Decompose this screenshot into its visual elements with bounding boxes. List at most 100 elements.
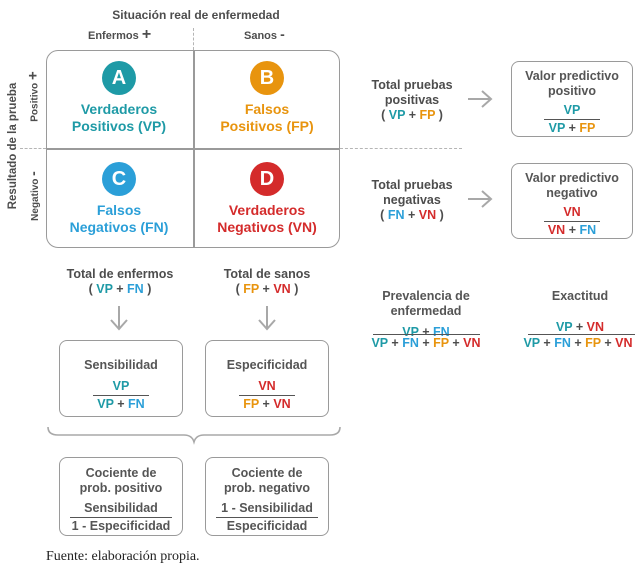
cociente-negativo-box: Cociente de prob. negativo 1 - Sensibili… (205, 457, 329, 536)
token-vp: VP (388, 108, 406, 122)
total-sanos: Total de sanos ( FP + VN ) (194, 267, 340, 297)
plus-sign: + (262, 397, 270, 412)
total-enfermos-formula: ( VP + FN ) (46, 282, 194, 297)
vpn-denominator: VN + FN (512, 223, 632, 238)
cell-c-badge: C (102, 162, 136, 196)
prevalencia-line2: enfermedad (390, 304, 462, 318)
total-negative-formula: ( FN + VN ) (356, 208, 468, 223)
total-positive-tests: Total pruebas positivas ( VP + FP ) (356, 78, 468, 123)
token-fn: FN (402, 336, 419, 350)
total-enfermos: Total de enfermos ( VP + FN ) (46, 267, 194, 297)
token-fn: FN (387, 208, 405, 222)
total-sanos-formula: ( FP + VN ) (194, 282, 340, 297)
exactitud-numerator: VP + VN (522, 320, 638, 335)
vpp-line1: Valor predictivo (525, 69, 619, 83)
cell-a-label: Verdaderos Positivos (VP) (46, 101, 192, 135)
token-fp: FP (243, 282, 260, 296)
row-divider-dashed-right (340, 148, 462, 149)
plus-sign: + (452, 336, 460, 350)
vpn-title: Valor predictivo negativo (512, 171, 632, 201)
total-positive-line1: Total pruebas (371, 78, 453, 92)
row-header-title: Resultado de la prueba (7, 82, 19, 210)
vpp-denominator: VP + FP (512, 121, 632, 136)
cociente-positivo-box: Cociente de prob. positivo Sensibilidad … (59, 457, 183, 536)
vpn-line1: Valor predictivo (525, 171, 619, 185)
paren-open: ( (380, 208, 385, 222)
cociente-positivo-line2: prob. positivo (79, 481, 163, 495)
negativo-minus-sign: - (25, 171, 41, 176)
enfermos-plus-sign: + (141, 26, 152, 43)
vpp-numerator: VP (563, 103, 581, 117)
cell-a-line1: Verdaderos (80, 101, 158, 117)
total-positive-formula: ( VP + FP ) (356, 108, 468, 123)
paren-close: ) (439, 208, 444, 222)
positivo-header: Positivo + (25, 62, 42, 132)
sanos-header: Sanos - (244, 26, 285, 42)
token-vn: VN (273, 397, 291, 412)
arrow-right-icon (468, 90, 493, 108)
sensibilidad-numerator: VP (112, 379, 130, 393)
sanos-label: Sanos (244, 30, 278, 42)
cell-a-line2: Positivos (VP) (71, 118, 167, 134)
vpn-fraction-bar (544, 221, 600, 223)
sensibilidad-fraction-bar (93, 395, 149, 397)
prevalencia-line1: Prevalencia de (382, 289, 470, 303)
token-vp: VP (555, 320, 573, 334)
sensibilidad-box: Sensibilidad VP VP + FN (59, 340, 183, 417)
sensibilidad-title: Sensibilidad (84, 358, 158, 372)
plus-sign: + (575, 320, 584, 334)
token-fn: FN (127, 282, 144, 296)
plus-sign: + (262, 282, 270, 296)
cociente-positivo-fraction-bar (70, 517, 172, 519)
especificidad-box: Especificidad VN FP + VN (205, 340, 329, 417)
especificidad-denominator: FP + VN (206, 397, 328, 412)
total-negative-tests: Total pruebas negativas ( FN + VN ) (356, 178, 468, 223)
cociente-positivo-line1: Cociente de (85, 466, 157, 480)
especificidad-title: Especificidad (226, 358, 308, 372)
cell-c-line2: Negativos (FN) (69, 219, 169, 235)
token-fp: FP (419, 108, 436, 122)
plus-sign: + (407, 208, 416, 222)
cell-d-line1: Verdaderos (228, 202, 306, 218)
cell-b-label: Falsos Positivos (FP) (194, 101, 340, 135)
vpp-line2: positivo (548, 84, 596, 98)
brace-icon (47, 426, 341, 445)
paren-open: ( (88, 282, 93, 296)
especificidad-numerator: VN (258, 379, 276, 393)
token-vn: VN (586, 320, 605, 334)
cell-b-badge: B (250, 61, 284, 95)
total-negative-line2: negativas (383, 193, 441, 207)
token-fp: FP (585, 336, 601, 350)
sensibilidad-denominator: VP + FN (60, 397, 182, 412)
cell-d-label: Verdaderos Negativos (VN) (194, 202, 340, 236)
plus-sign: + (422, 336, 430, 350)
prevalencia-fraction-bar (373, 334, 480, 336)
cociente-positivo-title: Cociente de prob. positivo (60, 466, 182, 496)
exactitud-title: Exactitud (551, 289, 609, 303)
cociente-negativo-line1: Cociente de (231, 466, 303, 480)
negativo-header: Negativo - (25, 161, 41, 231)
token-vp: VP (402, 325, 419, 339)
token-fn: FN (554, 336, 571, 350)
token-vp: VP (548, 121, 566, 136)
plus-sign: + (391, 336, 399, 350)
total-negative-line1: Total pruebas (371, 178, 453, 192)
cociente-negativo-fraction-bar (216, 517, 318, 519)
paren-close: ) (294, 282, 299, 296)
token-vp: VP (523, 336, 540, 350)
token-fp: FP (579, 121, 596, 136)
positivo-label: Positivo (29, 82, 41, 122)
exactitud-fraction-bar (528, 334, 635, 336)
plus-sign: + (568, 121, 576, 136)
total-enfermos-label: Total de enfermos (66, 267, 174, 281)
paren-close: ) (438, 108, 443, 122)
prevalencia: Prevalencia de enfermedad VP + FN (368, 289, 484, 340)
paren-close: ) (147, 282, 152, 296)
plus-sign: + (117, 397, 125, 412)
plus-sign: + (574, 336, 582, 350)
token-vn: VN (418, 208, 437, 222)
plus-sign: + (543, 336, 551, 350)
token-fp: FP (243, 397, 260, 412)
cell-c-line1: Falsos (96, 202, 142, 218)
cell-d-badge: D (250, 162, 284, 196)
